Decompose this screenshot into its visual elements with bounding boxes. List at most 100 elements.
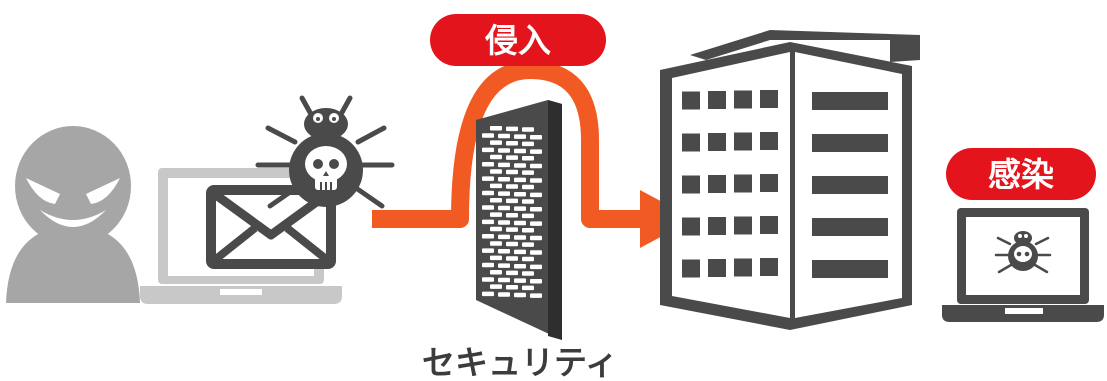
building-window	[708, 175, 726, 193]
brick	[522, 213, 534, 219]
brick	[514, 192, 526, 197]
brick	[530, 178, 542, 183]
intrusion-label: 侵入	[484, 21, 551, 60]
brick	[522, 228, 534, 233]
brick	[522, 170, 534, 175]
brick	[530, 149, 542, 154]
brick	[498, 249, 510, 254]
infection-badge: 感染	[946, 148, 1096, 200]
brick	[514, 278, 526, 283]
brick	[522, 242, 534, 247]
attacker-icon	[6, 126, 140, 303]
brick	[514, 292, 526, 298]
brick	[490, 169, 502, 174]
building-window	[682, 175, 700, 194]
brick	[482, 248, 494, 253]
intrusion-badge: 侵入	[430, 14, 606, 66]
brick	[498, 277, 510, 283]
brick	[514, 249, 526, 255]
brick	[490, 241, 502, 246]
brick	[506, 184, 518, 189]
building-window	[760, 258, 778, 276]
brick	[506, 285, 518, 290]
intrusion-arrow	[372, 61, 650, 228]
building-window	[734, 216, 752, 235]
brick	[522, 127, 534, 132]
brick	[482, 147, 494, 153]
brick	[530, 221, 542, 226]
brick	[530, 192, 542, 198]
building-window	[682, 91, 700, 110]
brick	[506, 155, 518, 160]
brick	[498, 177, 510, 182]
brick	[490, 140, 502, 145]
brick	[522, 271, 534, 276]
brick	[506, 270, 518, 276]
brick	[482, 277, 494, 282]
brick	[522, 256, 534, 262]
building-window-band	[812, 260, 888, 278]
brick	[522, 184, 534, 190]
brick	[530, 135, 542, 140]
brick	[498, 205, 510, 211]
brick	[514, 148, 526, 154]
brick	[514, 220, 526, 226]
brick	[490, 284, 502, 289]
brick	[498, 191, 510, 196]
brick	[498, 220, 510, 225]
brick	[490, 255, 502, 261]
building-window	[760, 90, 778, 108]
brick	[514, 163, 526, 168]
building-window	[708, 133, 726, 151]
building-window	[734, 258, 752, 277]
building-window	[682, 259, 700, 278]
brick	[482, 176, 494, 181]
brick	[482, 234, 494, 239]
brick	[522, 199, 534, 204]
brick	[506, 227, 518, 232]
brick	[514, 134, 526, 139]
building-window	[708, 217, 726, 235]
brick	[506, 169, 518, 175]
brick	[530, 264, 542, 270]
building-window-band	[812, 176, 888, 194]
building-window-band	[812, 92, 888, 110]
office-building-icon	[660, 30, 920, 330]
building-window	[682, 217, 700, 236]
brick	[506, 126, 518, 132]
building-window	[708, 91, 726, 109]
brick	[514, 177, 526, 183]
brick	[522, 156, 534, 161]
brick	[506, 141, 518, 146]
brick	[530, 250, 542, 255]
brick	[522, 141, 534, 147]
building-window	[682, 133, 700, 152]
building-window-band	[812, 134, 888, 152]
virus-body	[289, 108, 363, 207]
building-window	[734, 174, 752, 193]
brick	[498, 133, 510, 139]
brick	[490, 226, 502, 232]
brick	[506, 213, 518, 218]
brick	[530, 163, 542, 169]
brick	[514, 264, 526, 269]
building-window-band	[812, 218, 888, 236]
building-window	[760, 174, 778, 192]
brick	[530, 293, 542, 298]
building-window	[760, 216, 778, 234]
brick	[530, 207, 542, 212]
small-virus-icon	[994, 231, 1052, 274]
brick	[498, 162, 510, 168]
brick	[522, 285, 534, 291]
building-window	[734, 90, 752, 109]
brick	[490, 183, 502, 189]
brick	[514, 206, 526, 211]
brick	[506, 241, 518, 247]
firewall-icon	[476, 100, 562, 340]
infection-label: 感染	[988, 155, 1054, 194]
building-window	[760, 132, 778, 150]
brick	[482, 162, 494, 167]
brick	[482, 219, 494, 225]
brick	[498, 148, 510, 153]
brick	[490, 212, 502, 217]
